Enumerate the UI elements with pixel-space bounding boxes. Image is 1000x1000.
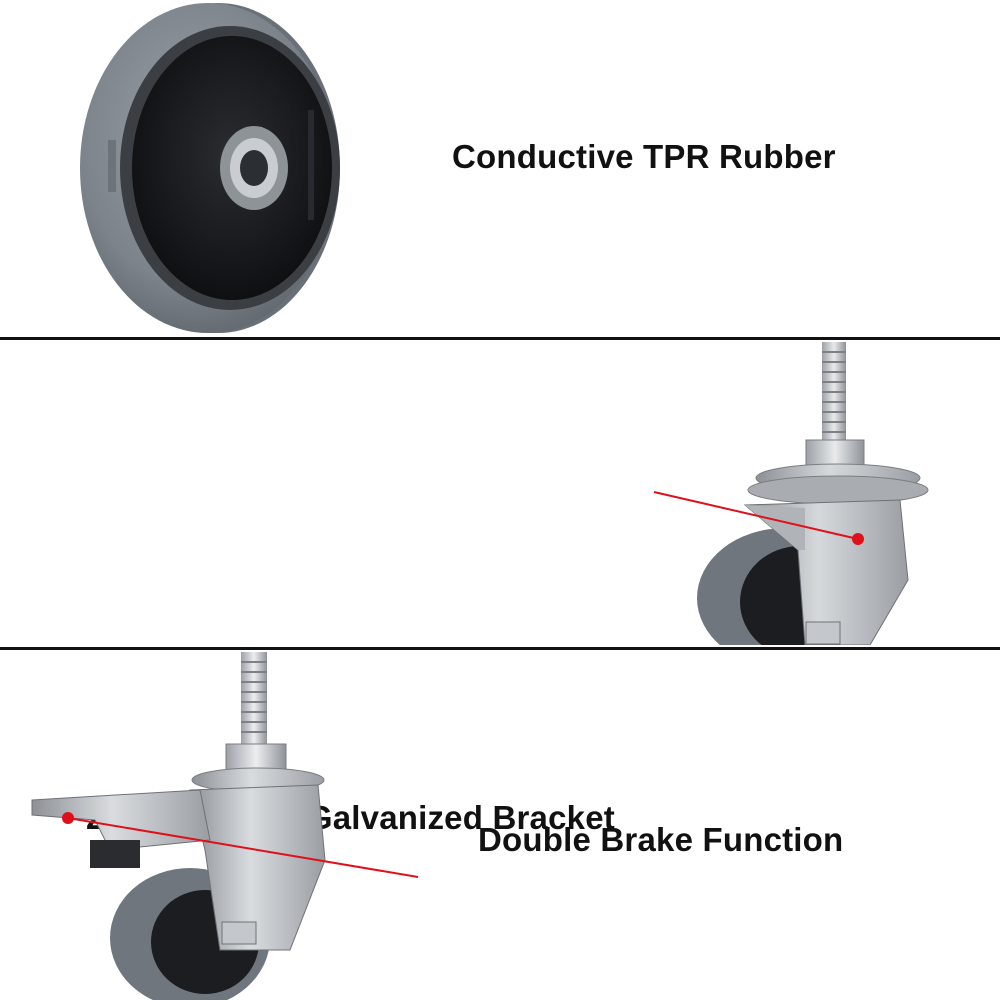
section-divider	[0, 647, 1000, 650]
pointer-line	[62, 812, 419, 878]
section-divider	[0, 337, 1000, 340]
feature-caption: Double Brake Function	[478, 821, 844, 858]
caster-bracket-image	[697, 342, 929, 645]
pointer-line	[653, 491, 864, 545]
feature-panel-rubber: Conductive TPR Rubber	[0, 0, 1000, 337]
rubber-wheel-image	[80, 3, 340, 333]
feature-caption: Conductive TPR Rubber	[452, 138, 836, 175]
feature-panel-bracket: 2.8 mm Thick Galvanized Bracket	[0, 340, 1000, 836]
feature-panel-brake: Double Brake Function	[0, 650, 1000, 1000]
